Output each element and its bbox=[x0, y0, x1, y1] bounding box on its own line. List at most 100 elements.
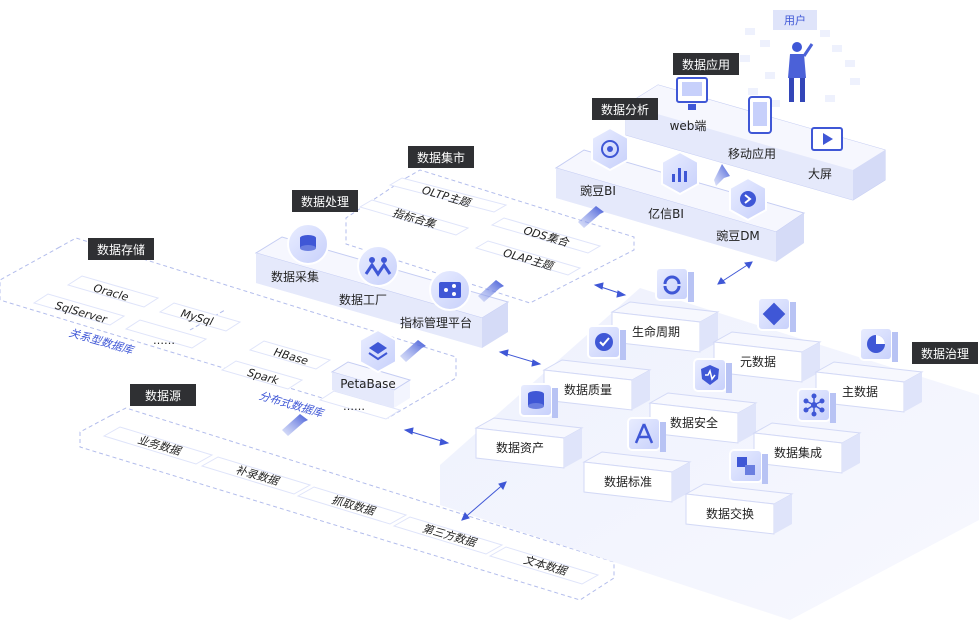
bigscreen-icon bbox=[811, 127, 843, 151]
application-platform: 数据应用 web端 移动应用 大屏 bbox=[625, 53, 886, 201]
storage-up-arrow bbox=[400, 340, 426, 362]
mart-label-box bbox=[408, 146, 474, 168]
processing-platform: 数据处理 数据采集 数据工厂 指标管理平台 bbox=[254, 190, 510, 348]
mart-item-oltp: OLTP主题 bbox=[420, 184, 473, 211]
mart-item-index-set: 指标合集 bbox=[391, 206, 438, 231]
bi-chart-icon bbox=[661, 150, 699, 196]
app-item-web: web端 bbox=[670, 119, 707, 133]
gov-tile-metadata-label: 元数据 bbox=[740, 354, 776, 369]
distributed-db-title: 分布式数据库 bbox=[257, 389, 326, 420]
gov-tile-standard: 数据标准 bbox=[582, 417, 692, 503]
processing-up-arrow bbox=[478, 280, 504, 302]
relational-item-more: …… bbox=[153, 334, 175, 347]
arrow-analysis-governance bbox=[717, 261, 753, 285]
gov-tile-exchange-label: 数据交换 bbox=[706, 506, 754, 521]
mart-item-olap: OLAP主题 bbox=[502, 246, 556, 273]
processing-item-index-mgmt: 指标管理平台 bbox=[400, 315, 472, 330]
gov-tile-security: 数据安全 bbox=[648, 358, 758, 444]
storage-label-box bbox=[88, 238, 154, 260]
processing-item-collect: 数据采集 bbox=[271, 269, 319, 284]
gov-tile-asset: 数据资产 bbox=[474, 383, 584, 469]
petabase-label: PetaBase bbox=[340, 377, 395, 391]
mart-up-arrow bbox=[578, 206, 604, 228]
processing-item-factory: 数据工厂 bbox=[339, 292, 387, 307]
analysis-item-wandou-bi: 豌豆BI bbox=[580, 183, 616, 198]
db-icon bbox=[519, 383, 558, 418]
factory-icon bbox=[357, 245, 399, 287]
mart-item-ods: ODS集合 bbox=[522, 224, 572, 250]
pie-icon bbox=[859, 327, 898, 362]
gov-tile-lifecycle: 生命周期 bbox=[610, 267, 720, 353]
analysis-label-box bbox=[592, 98, 658, 120]
arrow-processing-governance bbox=[593, 282, 627, 298]
user-area: 用户 bbox=[740, 10, 860, 107]
bi-brain-icon bbox=[591, 126, 629, 172]
dm-search-icon bbox=[729, 176, 767, 222]
mobile-icon bbox=[748, 96, 772, 134]
source-item-crawled: 抓取数据 bbox=[330, 493, 378, 518]
meta-icon bbox=[757, 297, 796, 332]
relational-item-mysql: MySql bbox=[179, 307, 214, 329]
user-label-box bbox=[773, 10, 817, 30]
gov-tile-standard-label: 数据标准 bbox=[604, 474, 652, 489]
app-up-arrow bbox=[714, 164, 730, 186]
source-item-third-party: 第三方数据 bbox=[421, 522, 479, 550]
swap-icon bbox=[729, 449, 768, 484]
user-figure-icon bbox=[788, 42, 814, 102]
source-label-box bbox=[130, 384, 196, 406]
quality-icon bbox=[587, 325, 626, 360]
gov-tile-master-data: 主数据 bbox=[814, 327, 924, 413]
user-grid-decoration bbox=[740, 28, 860, 107]
governance-label: 数据治理 bbox=[921, 346, 969, 361]
source-label: 数据源 bbox=[145, 388, 181, 403]
source-up-arrow bbox=[282, 414, 308, 436]
source-item-business: 业务数据 bbox=[136, 433, 184, 458]
analysis-item-yixin-bi: 亿信BI bbox=[648, 206, 684, 221]
application-label-box bbox=[673, 53, 739, 75]
bidirectional-arrows bbox=[403, 261, 753, 521]
mart-label: 数据集市 bbox=[417, 150, 465, 165]
processing-label-box bbox=[292, 190, 358, 212]
storage-label: 数据存储 bbox=[97, 242, 145, 257]
arrow-distributed-governance bbox=[403, 427, 450, 446]
application-label: 数据应用 bbox=[682, 57, 730, 72]
petabase-block: PetaBase bbox=[330, 328, 412, 408]
gov-tile-asset-label: 数据资产 bbox=[496, 440, 544, 455]
gov-tile-lifecycle-label: 生命周期 bbox=[632, 324, 680, 339]
gov-tile-integration-label: 数据集成 bbox=[774, 445, 822, 460]
arrow-storage-governance bbox=[498, 349, 542, 367]
analysis-label: 数据分析 bbox=[601, 102, 649, 117]
gov-tile-quality: 数据质量 bbox=[542, 325, 652, 411]
monitor-icon bbox=[676, 77, 708, 110]
relational-db-title: 关系型数据库 bbox=[67, 326, 136, 357]
net-icon bbox=[797, 388, 836, 423]
gov-tile-master-data-label: 主数据 bbox=[842, 384, 878, 399]
source-item-text: 文本数据 bbox=[522, 553, 570, 578]
cycle-icon bbox=[655, 267, 694, 302]
arrow-source-governance bbox=[461, 481, 507, 521]
user-label: 用户 bbox=[784, 13, 806, 27]
relational-db-group: Oracle MySql SqlServer …… 关系型数据库 bbox=[32, 275, 242, 358]
gov-tile-security-label: 数据安全 bbox=[670, 415, 718, 430]
governance-label-box bbox=[912, 342, 978, 364]
gov-tile-quality-label: 数据质量 bbox=[564, 382, 612, 397]
analysis-platform: 数据分析 豌豆BI 亿信BI 豌豆DM bbox=[554, 98, 806, 262]
index-mgmt-icon bbox=[429, 269, 471, 311]
distributed-item-more: …… bbox=[343, 400, 365, 413]
app-item-mobile: 移动应用 bbox=[728, 146, 776, 161]
analysis-item-wandou-dm: 豌豆DM bbox=[716, 228, 760, 243]
gov-tile-exchange: 数据交换 bbox=[684, 449, 794, 535]
shield-icon bbox=[693, 358, 732, 393]
source-item-supplement: 补录数据 bbox=[234, 463, 282, 488]
compass-icon bbox=[627, 417, 666, 452]
app-item-bigscreen: 大屏 bbox=[808, 167, 832, 181]
collect-icon bbox=[287, 223, 329, 265]
processing-label: 数据处理 bbox=[301, 194, 349, 209]
gov-tile-integration: 数据集成 bbox=[752, 388, 862, 474]
relational-item-sqlserver: SqlServer bbox=[54, 299, 110, 327]
distributed-item-spark: Spark bbox=[246, 366, 281, 387]
distributed-item-hbase: HBase bbox=[272, 346, 310, 368]
